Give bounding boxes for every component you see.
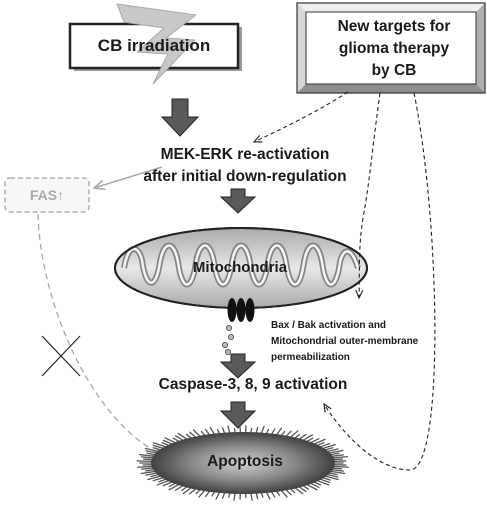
bax-bak-line-2: Mitochondrial outer-membrane xyxy=(271,336,419,347)
released-proteins-icon xyxy=(221,324,234,355)
bax-bak-line-3: permeabilization xyxy=(271,352,350,363)
block-arrow-bax-to-caspase xyxy=(219,353,257,379)
block-arrow-mek-to-mito xyxy=(219,188,257,214)
fas-label: FAS↑ xyxy=(29,187,65,203)
bax-bak-label: Bax / Bak activation and Mitochondrial o… xyxy=(271,318,487,366)
block-arrow-caspase-to-apoptosis xyxy=(219,401,257,429)
bax-bak-pore-icon xyxy=(227,298,255,322)
apoptosis-spike xyxy=(137,465,155,468)
apoptosis-spike xyxy=(328,470,346,475)
bax-bak-line-1: Bax / Bak activation and xyxy=(271,320,387,331)
apoptosis-spike xyxy=(144,447,161,453)
apoptosis-spike xyxy=(140,456,155,459)
apoptosis-spike xyxy=(140,470,158,475)
mek-erk-line-2: after initial down-regulation xyxy=(143,168,347,185)
arrow-targets-to-mek xyxy=(254,91,349,142)
apoptosis-spike xyxy=(320,444,336,450)
new-targets-line-3: by CB xyxy=(371,62,417,79)
caspase-label: Caspase-3, 8, 9 activation xyxy=(158,376,348,393)
arrow-targets-to-caspase xyxy=(324,92,436,471)
block-arrow-cb-to-mek xyxy=(160,98,200,137)
new-targets-frame xyxy=(296,2,486,94)
apoptosis-spike xyxy=(139,453,156,458)
arrow-targets-to-bax xyxy=(359,92,381,298)
mek-erk-line-1: MEK-ERK re-activation xyxy=(160,146,330,163)
apoptosis-spike xyxy=(140,467,155,470)
new-targets-line-2: glioma therapy xyxy=(338,40,450,57)
new-targets-line-1: New targets for xyxy=(337,18,451,35)
apoptosis-spike xyxy=(323,475,339,481)
apoptosis-spike xyxy=(330,468,344,472)
mek-erk-label: MEK-ERK re-activation after initial down… xyxy=(100,144,390,188)
new-targets-label: New targets for glioma therapy by CB xyxy=(310,16,478,82)
apoptosis-spike xyxy=(330,454,344,458)
mitochondria-label: Mitochondria xyxy=(192,259,288,276)
cb-irradiation-label: CB irradiation xyxy=(97,36,211,55)
arrow-mek-to-fas xyxy=(94,166,163,188)
fas-box xyxy=(4,177,90,213)
blocked-x-mark xyxy=(41,335,81,377)
apoptosis-label: Apoptosis xyxy=(207,453,283,470)
apoptosis-spike xyxy=(331,465,349,468)
apoptosis-shape xyxy=(136,425,349,501)
arrow-fas-to-apoptosis xyxy=(37,213,162,455)
lightning-icon xyxy=(116,3,197,85)
apoptosis-spike xyxy=(147,475,163,481)
apoptosis-spike xyxy=(331,455,349,459)
apoptosis-spike xyxy=(327,449,344,454)
